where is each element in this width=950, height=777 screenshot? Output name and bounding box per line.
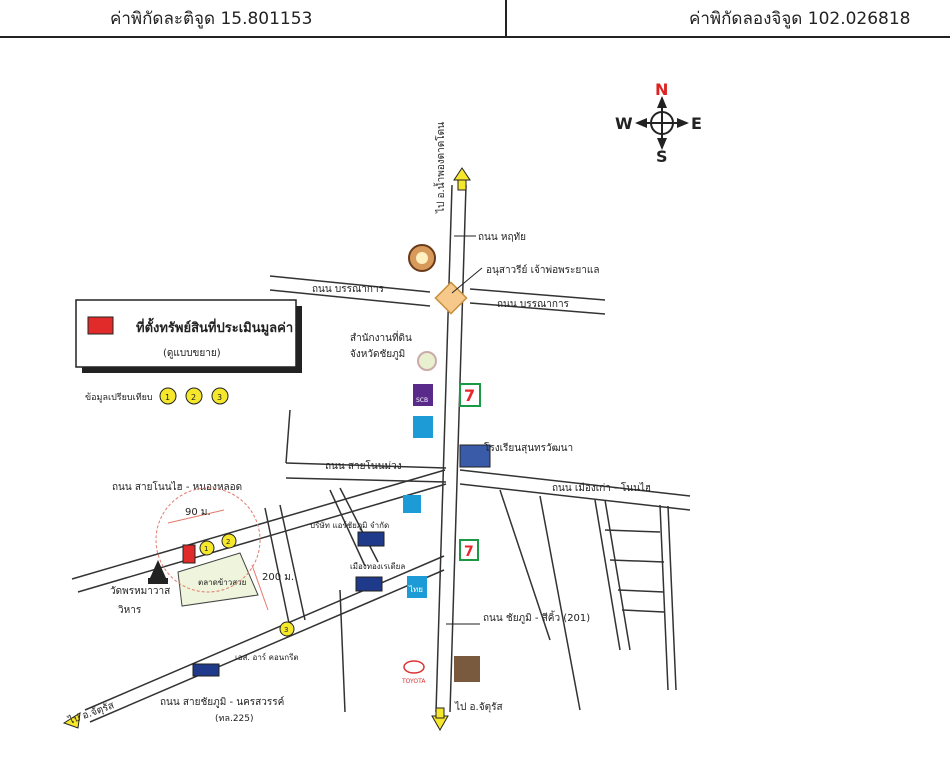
svg-text:2: 2 [191, 393, 196, 402]
label-to-chatturat-south: ไป อ.จัตุรัส [454, 701, 503, 713]
north-direction-arrow-icon [453, 167, 471, 181]
distance-200m: 200 ม. [262, 572, 294, 583]
property-marker [182, 544, 196, 564]
north-arrow-icon [657, 96, 667, 108]
svg-text:7: 7 [464, 386, 475, 405]
svg-text:1: 1 [204, 545, 208, 553]
svg-text:3: 3 [217, 393, 222, 402]
toyota-icon [403, 660, 425, 674]
compass-e: E [691, 114, 702, 133]
svg-text:ไทย: ไทย [408, 585, 423, 594]
svg-text:1: 1 [165, 393, 170, 402]
market-label: ตลาดข้าวสวย [198, 578, 246, 587]
label-bannakan-left: ถนน บรรณาการ [312, 284, 385, 295]
thai-bank-icon [407, 576, 427, 598]
road-labels: ไป อ.น้ำพองดาดโดน ถนน หฤทัย ถนน บรรณาการ… [66, 122, 651, 727]
legend-title: ที่ตั้งทรัพย์สินที่ประเมินมูลค่า [136, 317, 293, 336]
seven-eleven-icon [459, 383, 481, 407]
factory-icon [357, 531, 385, 547]
land-office-seal-icon [417, 351, 437, 371]
radius-circle [155, 487, 261, 593]
seven-eleven-icon-2 [459, 539, 479, 561]
temple-label-1: วัดพรหมาวาส [110, 586, 170, 597]
monument-icon [408, 244, 436, 272]
location-map: N S W E [62, 80, 702, 732]
latitude-label: ค่าพิกัดละติจูด 15.801153 [110, 9, 313, 29]
label-route-225: (ทล.225) [215, 714, 254, 724]
svg-text:TOYOTA: TOYOTA [401, 678, 426, 685]
svg-text:SCB: SCB [416, 397, 428, 404]
west-direction-arrow-icon [62, 712, 81, 729]
land-office-label-2: จังหวัดชัยภูมิ [350, 349, 405, 360]
land-office-label-1: สำนักงานที่ดิน [350, 330, 412, 344]
label-chaiyaphum-nakhonsawan: ถนน สายชัยภูมิ - นครสวรรค์ [160, 696, 284, 708]
label-chaiyaphum-sikhio: ถนน ชัยภูมิ - สีคิ้ว (201) [483, 610, 590, 624]
svg-text:7: 7 [464, 544, 474, 560]
school-label: โรงเรียนสุนทรวัฒนา [484, 441, 573, 454]
temple-label-2: วิหาร [118, 605, 142, 616]
label-muang-kao: ถนน เมืองเก่า - โนนไฮ [552, 481, 651, 494]
coordinate-bar: ค่าพิกัดละติจูด 15.801153 ค่าพิกัดลองจิจ… [0, 0, 950, 38]
label-north-to: ไป อ.น้ำพองดาดโดน [433, 122, 447, 214]
distance-90m: 90 ม. [185, 507, 211, 518]
temple-icon [148, 560, 168, 584]
label-hatthai: ถนน หฤทัย [478, 232, 526, 243]
comparable-marker-2 [221, 533, 237, 549]
monument-roundabout [434, 281, 468, 315]
bank-icon [403, 495, 421, 513]
leader-lines [446, 235, 483, 625]
factory-icon-2 [355, 576, 383, 592]
legend-subtitle: (ดูแบบขยาย) [163, 348, 221, 359]
compass: N S W E [615, 80, 702, 166]
longitude-label: ค่าพิกัดลองจิจูด 102.026818 [689, 9, 911, 29]
compass-w: W [615, 114, 633, 133]
company-3-label: เอส. อาร์ คอนกรีต [235, 652, 299, 662]
svg-text:3: 3 [284, 626, 288, 634]
label-bannakan-right: ถนน บรรณาการ [497, 299, 570, 310]
comparable-marker-icon [159, 387, 177, 405]
comparable-marker-3 [279, 621, 295, 637]
road-network [71, 184, 691, 723]
label-sai-non-muang: ถนน สายโนนม่วง [325, 459, 402, 472]
places: อนุสาวรีย์ เจ้าพ่อพระยาแล สำนักงานที่ดิน… [110, 244, 599, 685]
krungthai-bank-icon [413, 416, 433, 438]
scb-bank-icon [413, 384, 433, 406]
company-2-label: เมืองทองเรเดียล [350, 562, 405, 571]
hotel-icon [454, 656, 480, 682]
company-1-label: บริษัท แอร์ชัยภูมิ จำกัด [310, 520, 389, 531]
label-to-chatturat-west: ไป อ.จัตุรัส [66, 699, 116, 727]
school-icon [459, 444, 491, 468]
subject-property: 1 2 3 90 ม. 200 ม. [155, 487, 295, 637]
coordinate-divider [505, 0, 507, 36]
svg-text:2: 2 [226, 538, 230, 546]
property-legend-swatch [87, 316, 114, 335]
label-non-hai-nong-lot: ถนน สายโนนไฮ - หนองหลอด [112, 480, 242, 493]
market-area [177, 552, 259, 607]
compass-s: S [656, 147, 668, 166]
comparables-legend: ข้อมูลเปรียบเทียบ 1 2 3 [85, 387, 229, 405]
comparable-marker-icon [185, 387, 203, 405]
direction-arrows [62, 167, 471, 732]
legend-box: ที่ตั้งทรัพย์สินที่ประเมินมูลค่า (ดูแบบข… [75, 299, 302, 373]
comparables-label: ข้อมูลเปรียบเทียบ [85, 392, 153, 403]
factory-icon-3 [192, 663, 220, 677]
comparable-marker-icon [211, 387, 229, 405]
compass-n: N [655, 80, 668, 99]
monument-label: อนุสาวรีย์ เจ้าพ่อพระยาแล [486, 264, 599, 276]
comparable-marker-1 [199, 540, 215, 556]
